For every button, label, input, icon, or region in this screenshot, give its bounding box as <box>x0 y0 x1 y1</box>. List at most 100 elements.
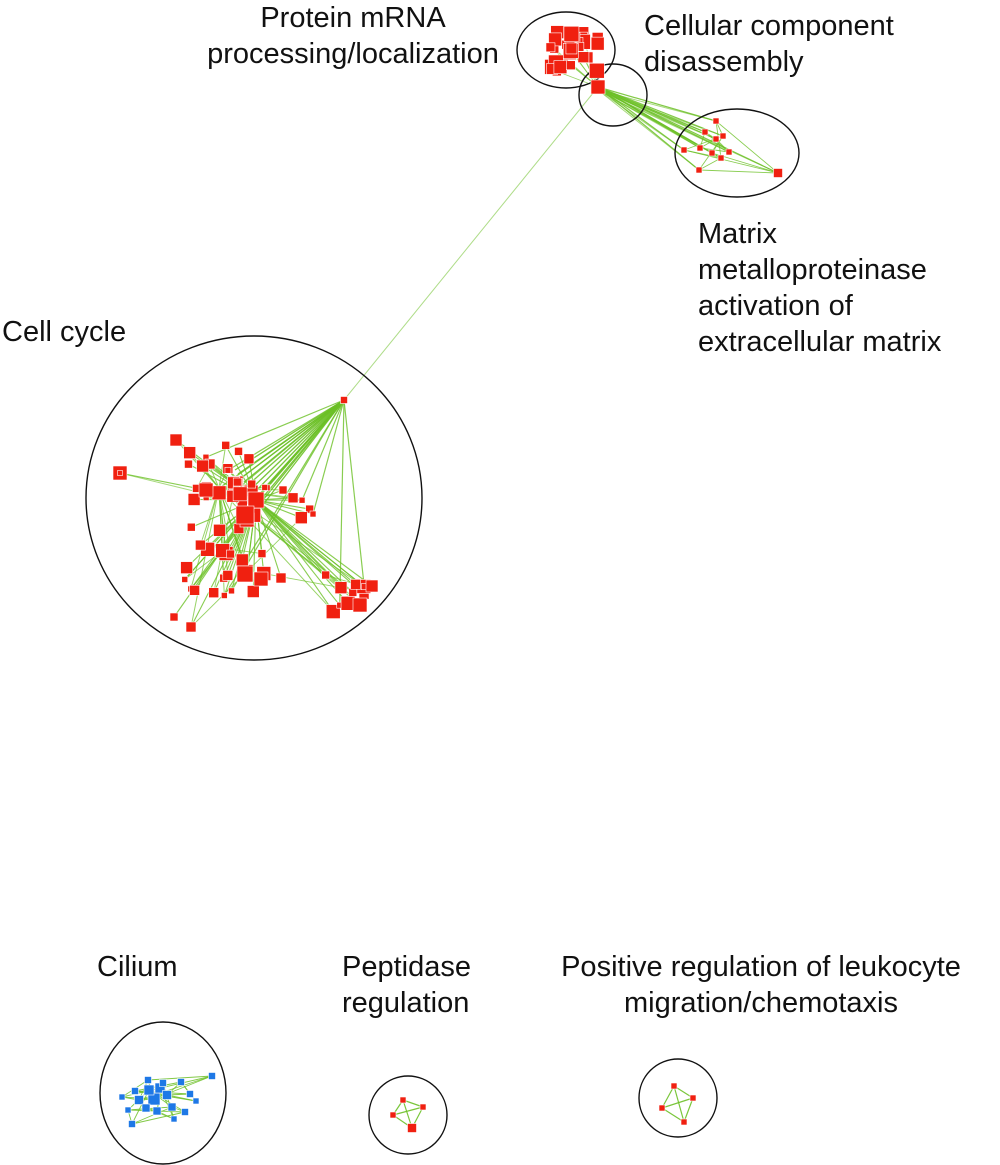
cluster-outline-peptidase <box>368 1075 448 1155</box>
node-matrix-metalloproteinase <box>712 135 720 143</box>
label-cellular-component: Cellular component disassembly <box>644 8 894 80</box>
node-cell-cycle <box>236 565 254 583</box>
node-cell-cycle <box>183 446 196 459</box>
node-cell-cycle <box>365 579 379 593</box>
edge <box>597 89 685 151</box>
label-matrix-metalloproteinase: Matrix metalloproteinase activation of e… <box>698 216 941 360</box>
node-protein-mrna <box>566 60 576 71</box>
node-cell-cycle <box>278 485 288 495</box>
edge <box>683 149 779 174</box>
node-cell-cycle <box>169 612 179 622</box>
edge <box>402 1099 424 1108</box>
cluster-outline-protein-mrna <box>516 11 616 89</box>
node-cell-cycle <box>195 539 206 551</box>
node-cell-cycle <box>184 459 193 469</box>
label-matrix-line-3: activation of <box>698 290 853 322</box>
edge <box>255 499 365 588</box>
edge <box>255 499 349 604</box>
node-matrix-metalloproteinase <box>708 149 716 157</box>
cluster-outline-cilium <box>99 1021 227 1165</box>
node-matrix-metalloproteinase <box>696 144 704 152</box>
edge <box>255 499 354 593</box>
node-cilium <box>141 1103 151 1113</box>
label-cellular-component-line-2: disassembly <box>644 46 804 78</box>
edge <box>255 499 373 587</box>
node-cell-cycle <box>181 576 189 583</box>
label-peptidase-line-1: Peptidase <box>342 951 471 983</box>
node-cell-cycle <box>221 441 231 450</box>
node-cell-cycle <box>295 511 308 524</box>
node-leukocyte <box>689 1094 697 1102</box>
node-cell-cycle <box>221 592 228 599</box>
node-cilium <box>143 1084 155 1096</box>
node-cell-cycle <box>228 587 235 595</box>
node-cilium <box>186 1090 194 1098</box>
edge <box>131 1106 173 1125</box>
node-matrix-metalloproteinase <box>725 148 733 156</box>
node-protein-mrna <box>545 42 556 53</box>
node-cell-cycle <box>232 477 242 487</box>
label-matrix-line-4: extracellular matrix <box>698 326 942 358</box>
node-cell-cycle <box>189 585 200 596</box>
node-cell-cycle <box>261 484 269 491</box>
cluster-outline-leukocyte <box>638 1058 718 1138</box>
edge <box>243 399 345 483</box>
edge <box>312 399 345 515</box>
edge <box>131 1089 150 1125</box>
label-leukocyte-line-2: migration/chemotaxis <box>624 987 898 1019</box>
node-cilium <box>192 1097 200 1105</box>
node-cell-cycle <box>309 510 317 518</box>
node-cell-cycle <box>224 466 232 474</box>
node-cilium <box>134 1095 144 1105</box>
edge <box>597 89 779 174</box>
edge <box>698 157 722 171</box>
cluster-outline-cellular-component <box>578 63 648 127</box>
node-protein-mrna <box>590 36 605 51</box>
label-matrix-line-1: Matrix <box>698 218 777 250</box>
node-cilium <box>159 1079 167 1087</box>
node-protein-mrna <box>553 60 568 74</box>
node-cell-cycle <box>352 597 368 613</box>
node-peptidase <box>399 1096 407 1104</box>
node-cell-cycle <box>208 587 220 599</box>
node-cell-cycle <box>185 621 197 633</box>
node-cell-cycle <box>321 570 330 580</box>
node-cell-cycle <box>169 433 183 447</box>
node-cell-cycle <box>180 561 193 574</box>
edge <box>249 399 345 491</box>
edge <box>252 399 345 495</box>
edge <box>661 1097 694 1109</box>
edge <box>392 1106 424 1116</box>
label-matrix-line-2: metalloproteinase <box>698 254 927 286</box>
node-matrix-metalloproteinase <box>680 146 688 154</box>
node-protein-mrna <box>565 42 578 55</box>
edge <box>246 399 345 487</box>
node-cell-cycle <box>232 486 248 502</box>
node-cilium <box>208 1072 216 1080</box>
node-cell-cycle <box>287 492 299 504</box>
label-peptidase-line-2: regulation <box>342 987 470 1019</box>
node-cell-cycle <box>187 493 201 506</box>
node-cilium <box>118 1093 126 1101</box>
node-cilium <box>152 1106 162 1116</box>
node-cell-cycle <box>275 572 287 584</box>
node-peptidase <box>407 1123 417 1133</box>
node-protein-mrna <box>589 62 605 79</box>
node-cell-cycle <box>117 470 123 476</box>
label-peptidase: Peptidase regulation <box>342 949 471 1021</box>
node-cell-cycle <box>253 571 269 587</box>
edge <box>698 169 779 174</box>
node-cell-cycle <box>340 396 348 404</box>
node-cilium <box>144 1076 152 1084</box>
edge <box>261 399 345 507</box>
node-cilium <box>177 1078 185 1086</box>
nodes-layer <box>112 25 783 1133</box>
label-cilium-line-1: Cilium <box>97 951 178 983</box>
node-matrix-metalloproteinase <box>695 166 703 174</box>
edge <box>661 1107 685 1123</box>
node-matrix-metalloproteinase <box>712 117 720 125</box>
node-matrix-metalloproteinase <box>717 154 725 162</box>
node-leukocyte <box>670 1082 678 1090</box>
label-leukocyte: Positive regulation of leukocyte migrati… <box>548 949 974 1021</box>
